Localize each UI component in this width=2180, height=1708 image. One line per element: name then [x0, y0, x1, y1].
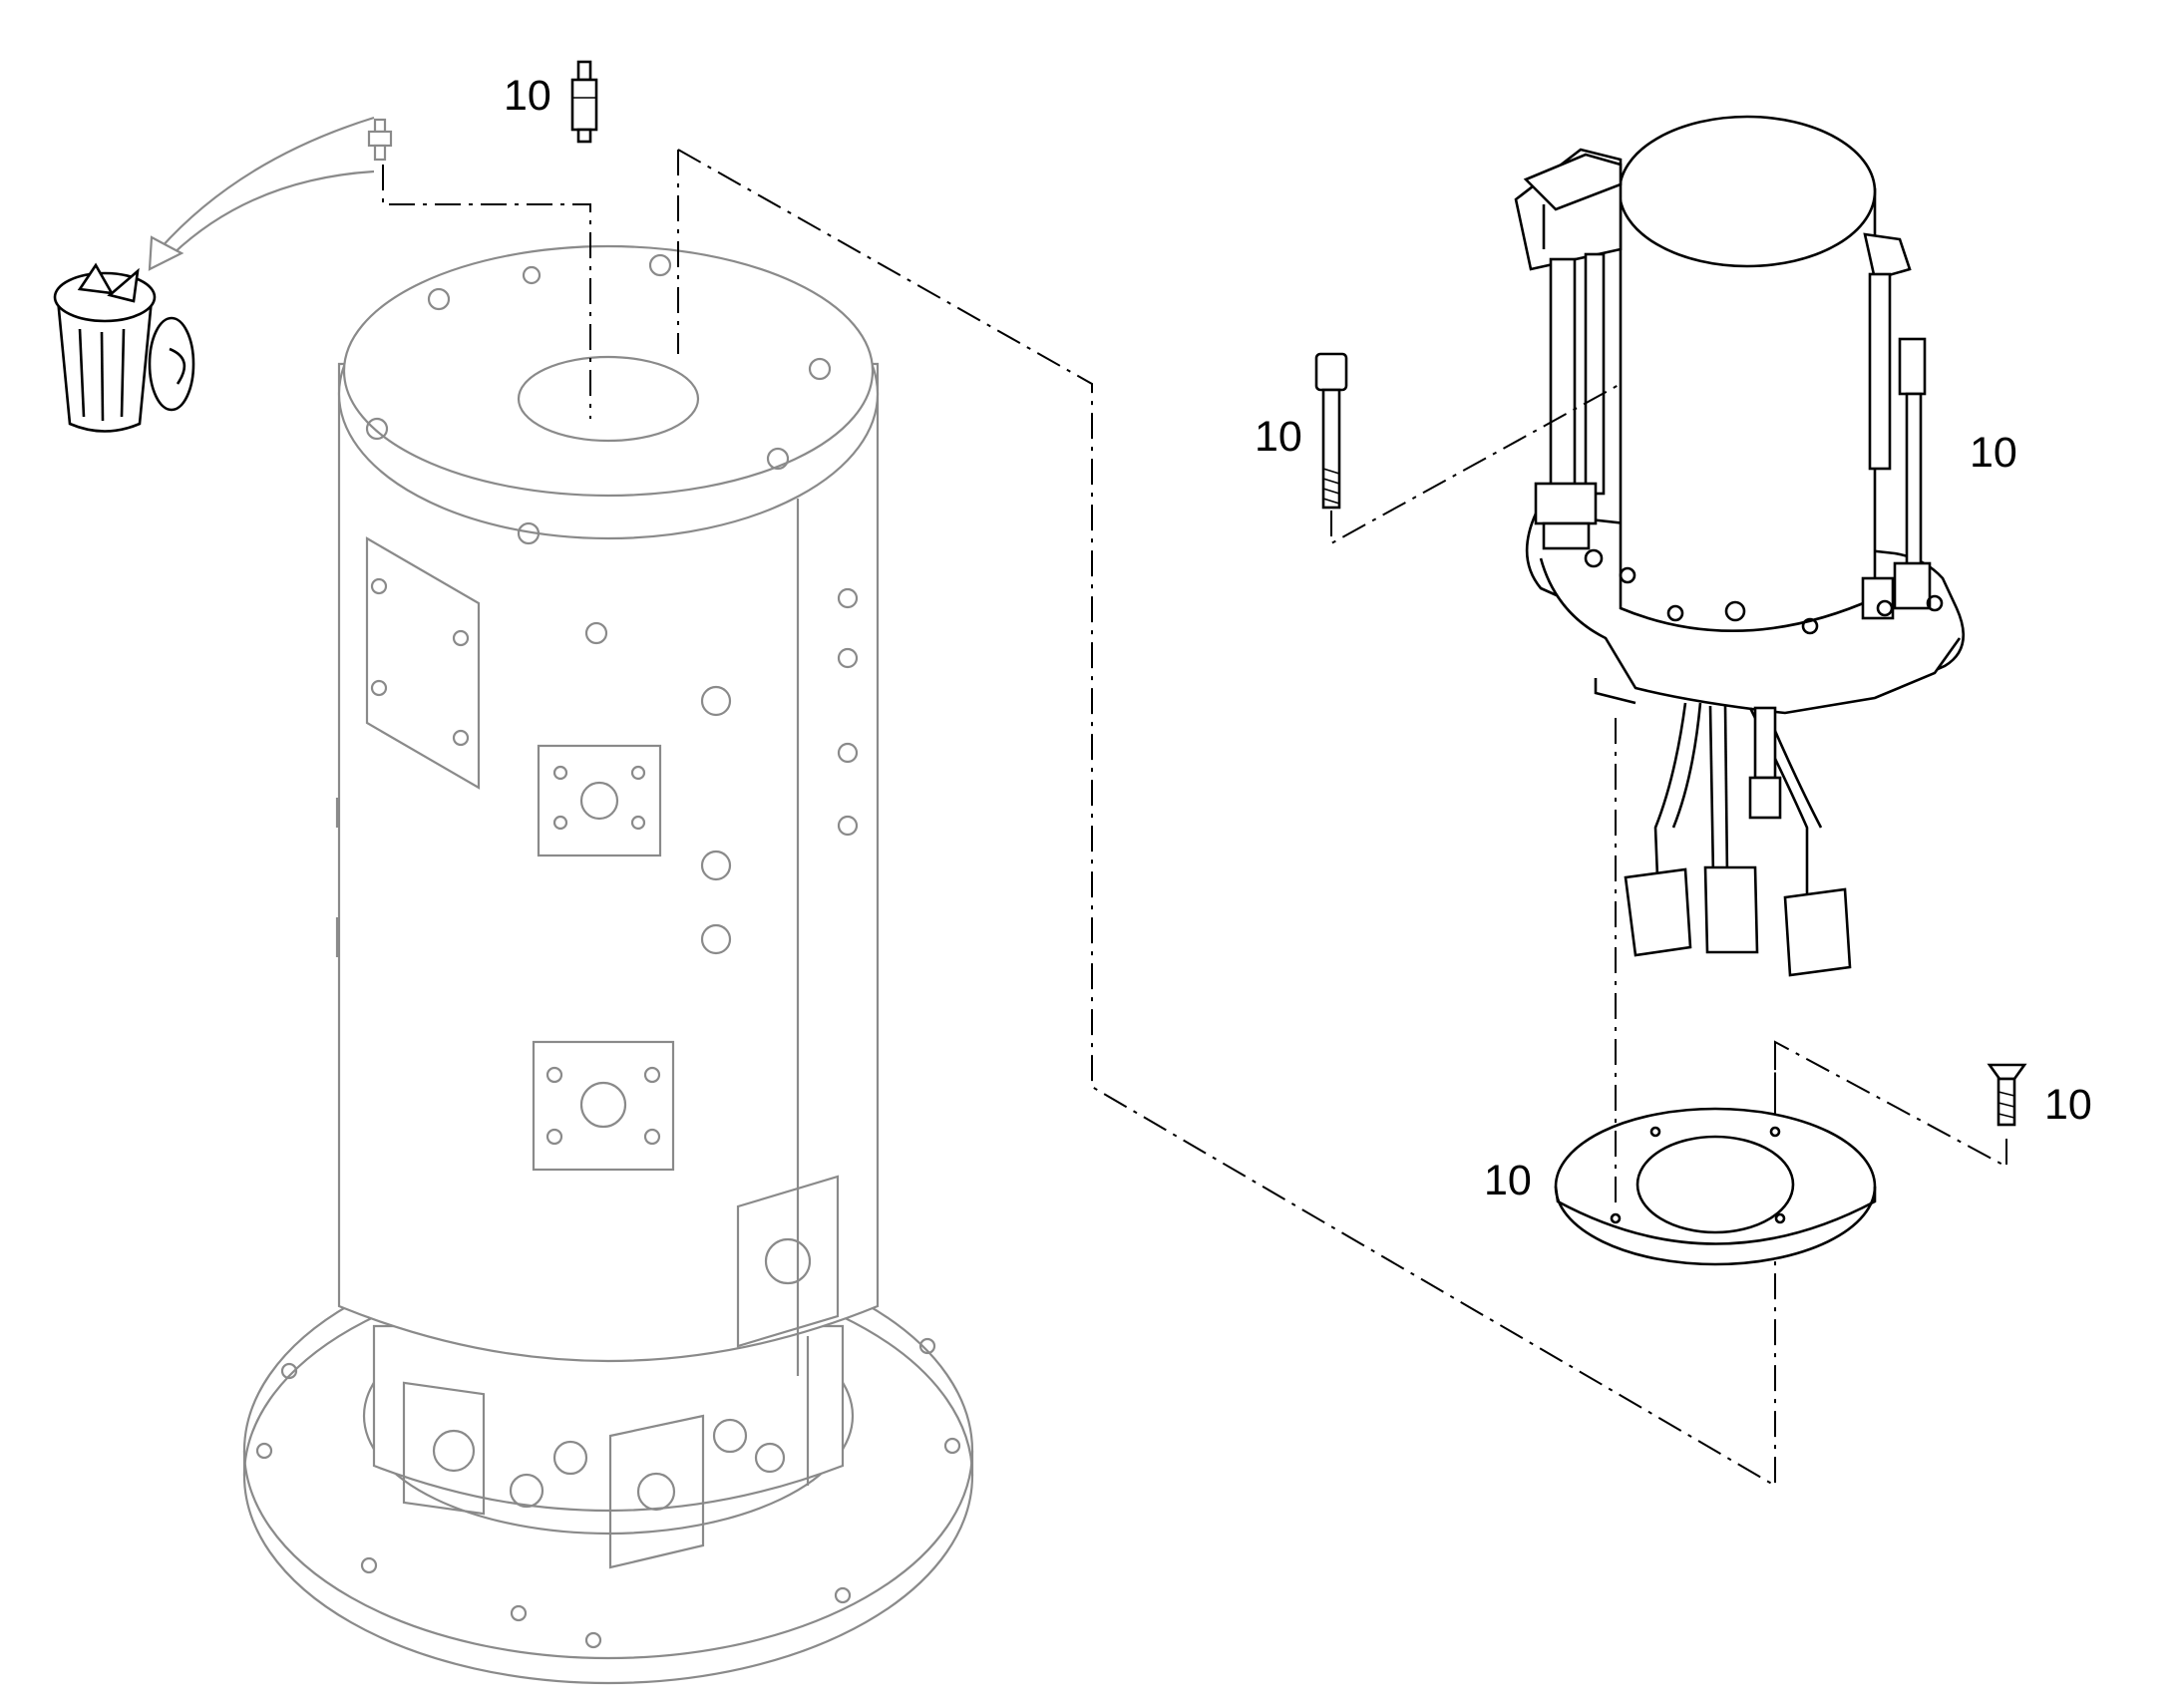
- ring-plate: [1554, 1107, 1877, 1266]
- guide-line-housing-outline: [677, 149, 1776, 1488]
- old-pin: [367, 118, 393, 162]
- callout-screw-countersunk: 10: [2044, 1081, 2092, 1129]
- socket-head-screw: [1314, 352, 1348, 510]
- callout-pin-top: 10: [504, 72, 551, 120]
- curved-arrow-icon: [148, 116, 375, 271]
- guide-line-countersunk: [1774, 1040, 2007, 1169]
- guide-line-pin: [382, 165, 591, 419]
- trash-bin-icon: [53, 262, 195, 433]
- top-cap: [337, 244, 880, 545]
- cylinder-housing: [242, 244, 974, 1685]
- rotary-assembly: [1514, 115, 1965, 977]
- guide-line-screw: [1330, 383, 1622, 545]
- callout-screw-long: 10: [1255, 413, 1302, 461]
- locating-pin: [570, 60, 598, 144]
- countersunk-screw: [1987, 1063, 2027, 1127]
- callout-ring-plate: 10: [1484, 1157, 1532, 1204]
- lower-body: [372, 1324, 845, 1569]
- callout-cable-connector: 10: [1970, 429, 2017, 477]
- main-body: [335, 362, 880, 1376]
